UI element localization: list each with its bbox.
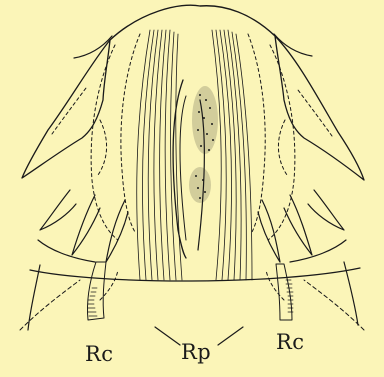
label-rp: Rp [181, 340, 211, 364]
basal-line [30, 268, 360, 281]
right-dashed-body [268, 45, 295, 240]
left-inner-lower-dash [100, 270, 118, 300]
right-inner-lower-dash [266, 270, 284, 300]
rp-leader-left [155, 327, 180, 345]
rp-leader-right [218, 327, 243, 345]
rc-left-hatch [88, 288, 97, 316]
right-body-contour [290, 240, 346, 262]
inner-left-spine-2 [180, 96, 186, 240]
left-muscle-bundle [137, 30, 182, 280]
lower-right-outline [344, 262, 358, 325]
right-lower-dash [304, 280, 364, 330]
left-hook-1 [40, 190, 76, 230]
right-muscle-bundle [212, 30, 252, 280]
right-appendage [275, 36, 364, 180]
label-rc-right: Rc [276, 330, 305, 354]
right-hook-1 [308, 190, 344, 230]
right-spine-upper [274, 34, 312, 56]
left-appendage-inner [52, 88, 86, 134]
left-appendage [22, 40, 110, 178]
left-dashed-body [91, 45, 118, 240]
right-small-dash-arc [278, 120, 287, 175]
label-rc-left: Rc [85, 342, 114, 366]
left-small-dash-arc [98, 120, 107, 175]
left-body-contour [38, 240, 95, 262]
head-outline [110, 5, 275, 40]
lower-left-outline [28, 265, 40, 330]
inner-left-spine [173, 80, 186, 258]
left-spine-upper [74, 36, 112, 58]
rc-left-patch [87, 262, 106, 320]
gland-bodies [189, 86, 218, 203]
